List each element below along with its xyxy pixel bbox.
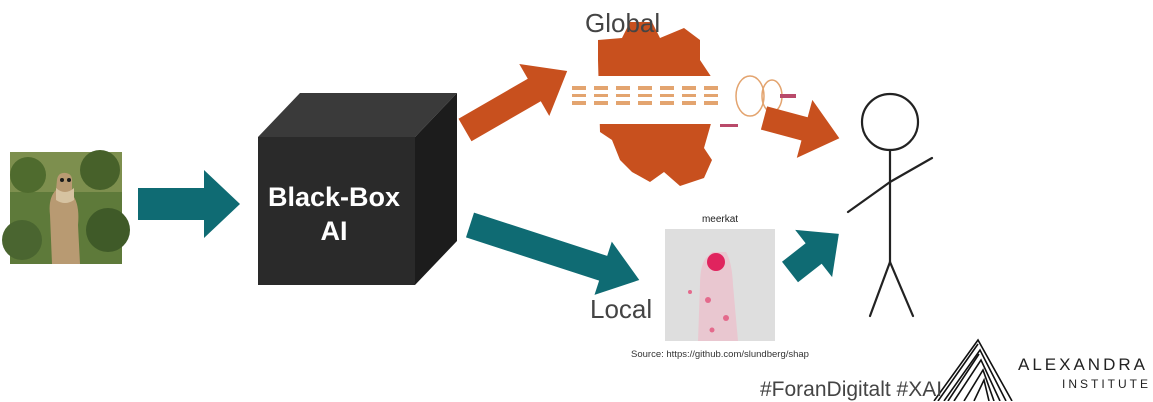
meerkat-photo	[2, 150, 130, 264]
logo-name: ALEXANDRA	[1018, 355, 1148, 374]
hashtags: #ForanDigitalt #XAI	[760, 378, 943, 401]
black-box-title-line1: Black-Box	[267, 182, 401, 212]
global-label: Global	[585, 8, 661, 38]
explanation-image-title: meerkat	[701, 214, 739, 225]
source-caption: Source: https://github.com/slundberg/sha…	[631, 349, 809, 360]
local-arrow-in	[465, 212, 640, 295]
alexandra-logo-icon	[933, 338, 1013, 401]
local-explanation-image	[665, 229, 775, 341]
local-label: Local	[590, 294, 653, 324]
global-arrow-in	[458, 64, 568, 142]
local-arrow-out	[781, 229, 839, 283]
global-explanation-plot	[572, 75, 796, 127]
black-box-cube	[258, 93, 457, 285]
black-box-title: Black-Box AI	[258, 180, 410, 248]
stick-figure-icon	[846, 92, 934, 318]
black-box-title-line2: AI	[320, 216, 348, 246]
input-arrow	[138, 170, 240, 238]
gear-icon	[566, 22, 796, 186]
logo-subtitle: INSTITUTE	[1062, 377, 1151, 391]
global-arrow-out	[760, 99, 840, 158]
